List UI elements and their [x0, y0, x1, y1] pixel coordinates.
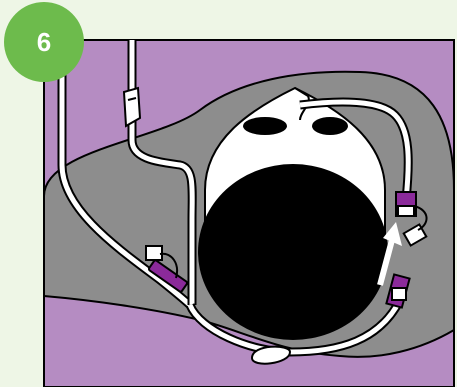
hair [198, 164, 388, 340]
tube-left [59, 40, 192, 307]
top-clamp-icon [122, 86, 142, 128]
right-connector-lower-icon [385, 273, 411, 309]
tube-center [129, 40, 195, 305]
patient-head [198, 86, 388, 340]
bottom-clamp-icon [250, 345, 292, 365]
step-number: 6 [36, 26, 52, 57]
step-number-badge: 6 [4, 2, 84, 82]
right-connector-upper-icon [395, 191, 428, 247]
right-eye [312, 117, 348, 135]
direction-arrow-up-icon [377, 222, 402, 286]
left-eye [243, 117, 287, 135]
left-connector-icon [145, 245, 189, 293]
tube-right [299, 99, 411, 201]
